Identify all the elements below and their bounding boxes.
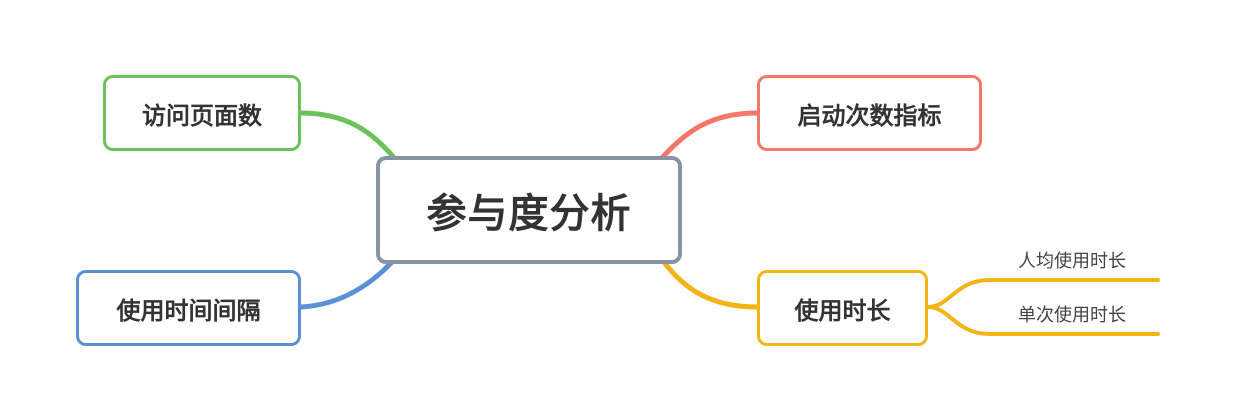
connector-duration bbox=[661, 259, 760, 310]
branch-node-visits[interactable]: 访问页面数 bbox=[103, 75, 301, 151]
connector-launch bbox=[657, 110, 760, 163]
connector-interval bbox=[298, 259, 395, 310]
central-topic-node[interactable]: 参与度分析 bbox=[376, 156, 682, 264]
leaf-node-avg-duration[interactable]: 人均使用时长 bbox=[1018, 251, 1126, 272]
connector-leaf-single bbox=[926, 305, 1160, 336]
leaf-node-single-duration[interactable]: 单次使用时长 bbox=[1018, 305, 1126, 326]
branch-node-launch[interactable]: 启动次数指标 bbox=[757, 75, 982, 151]
connector-leaf-avg bbox=[926, 278, 1160, 309]
connector-visits bbox=[298, 110, 399, 163]
branch-node-duration[interactable]: 使用时长 bbox=[757, 270, 928, 346]
branch-node-interval[interactable]: 使用时间间隔 bbox=[76, 270, 301, 346]
